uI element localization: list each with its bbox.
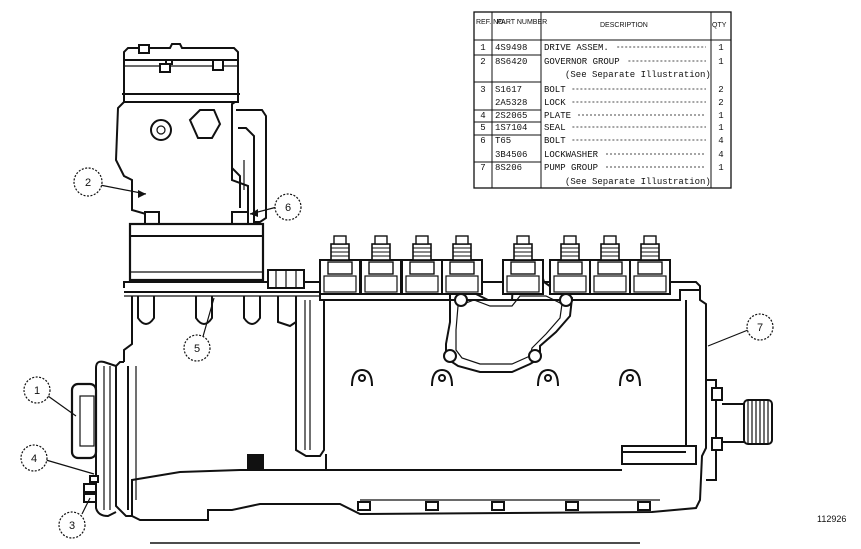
row-qty: 1 xyxy=(718,123,723,133)
row-description: (See Separate Illustration) xyxy=(565,70,711,80)
callout-5: 5 xyxy=(183,334,211,362)
callouts xyxy=(45,184,749,515)
row-description: SEAL xyxy=(544,123,566,133)
row-qty: 2 xyxy=(718,98,723,108)
row-part-number: 1S7104 xyxy=(495,123,527,133)
row-ref-no: 2 xyxy=(480,57,485,67)
row-ref-no: 4 xyxy=(480,111,485,121)
row-description: PUMP GROUP xyxy=(544,163,598,173)
row-description: PLATE xyxy=(544,111,571,121)
callout-5-label: 5 xyxy=(194,343,200,355)
row-ref-no: 1 xyxy=(480,43,485,53)
row-qty: 1 xyxy=(718,111,723,121)
injector-head xyxy=(360,235,402,295)
row-part-number: 8S206 xyxy=(495,163,522,173)
row-qty: 4 xyxy=(718,150,723,160)
figure-id: 112926 xyxy=(817,514,846,524)
injector-head xyxy=(589,235,631,295)
row-part-number: 3B4506 xyxy=(495,150,527,160)
row-part-number: 2A5328 xyxy=(495,98,527,108)
row-description: LOCK xyxy=(544,98,566,108)
injector-head xyxy=(401,235,443,295)
callout-7-label: 7 xyxy=(757,322,763,334)
row-description: DRIVE ASSEM. xyxy=(544,43,609,53)
injector-head xyxy=(549,235,591,295)
callout-3: 3 xyxy=(58,511,86,539)
header-part-number: PART NUMBER xyxy=(497,19,547,26)
governor-group-drawing xyxy=(114,43,267,282)
row-part-number: 8S6420 xyxy=(495,57,527,67)
row-part-number: S1617 xyxy=(495,85,522,95)
injector-head xyxy=(502,235,544,295)
callout-4-label: 4 xyxy=(31,453,37,465)
row-description: BOLT xyxy=(544,85,566,95)
row-ref-no: 3 xyxy=(480,85,485,95)
row-qty: 1 xyxy=(718,43,723,53)
callout-1-label: 1 xyxy=(34,385,40,397)
row-part-number: T65 xyxy=(495,136,511,146)
callout-4: 4 xyxy=(20,444,48,472)
row-ref-no: 7 xyxy=(480,163,485,173)
callout-6: 6 xyxy=(274,193,302,221)
parts-table-rows: 1 4S9498 DRIVE ASSEM. 1 2 8S6420 GOVERNOR GROU… xyxy=(480,43,723,187)
row-qty: 1 xyxy=(718,163,723,173)
row-description: GOVERNOR GROUP xyxy=(544,57,620,67)
row-description: BOLT xyxy=(544,136,566,146)
header-description: DESCRIPTION xyxy=(600,22,648,29)
row-ref-no: 5 xyxy=(480,123,485,133)
row-description: (See Separate Illustration) xyxy=(565,177,711,187)
injector-head xyxy=(441,235,483,295)
callout-7: 7 xyxy=(746,313,774,341)
row-ref-no: 6 xyxy=(480,136,485,146)
callout-1: 1 xyxy=(23,376,51,404)
callout-6-label: 6 xyxy=(285,202,291,214)
injector-head xyxy=(629,235,671,295)
callout-2-label: 2 xyxy=(85,177,91,189)
row-description: LOCKWASHER xyxy=(544,150,599,160)
row-qty: 4 xyxy=(718,136,723,146)
callout-3-label: 3 xyxy=(69,520,75,532)
row-part-number: 4S9498 xyxy=(495,43,527,53)
pump-group-drawing xyxy=(70,267,773,521)
row-qty: 2 xyxy=(718,85,723,95)
injector-heads xyxy=(319,235,671,295)
header-ref-no: REF. NO. xyxy=(476,19,506,26)
callout-2: 2 xyxy=(73,167,103,197)
row-part-number: 2S2065 xyxy=(495,111,527,121)
header-qty: QTY xyxy=(712,22,727,29)
injector-head xyxy=(319,235,361,295)
row-qty: 1 xyxy=(718,57,723,67)
